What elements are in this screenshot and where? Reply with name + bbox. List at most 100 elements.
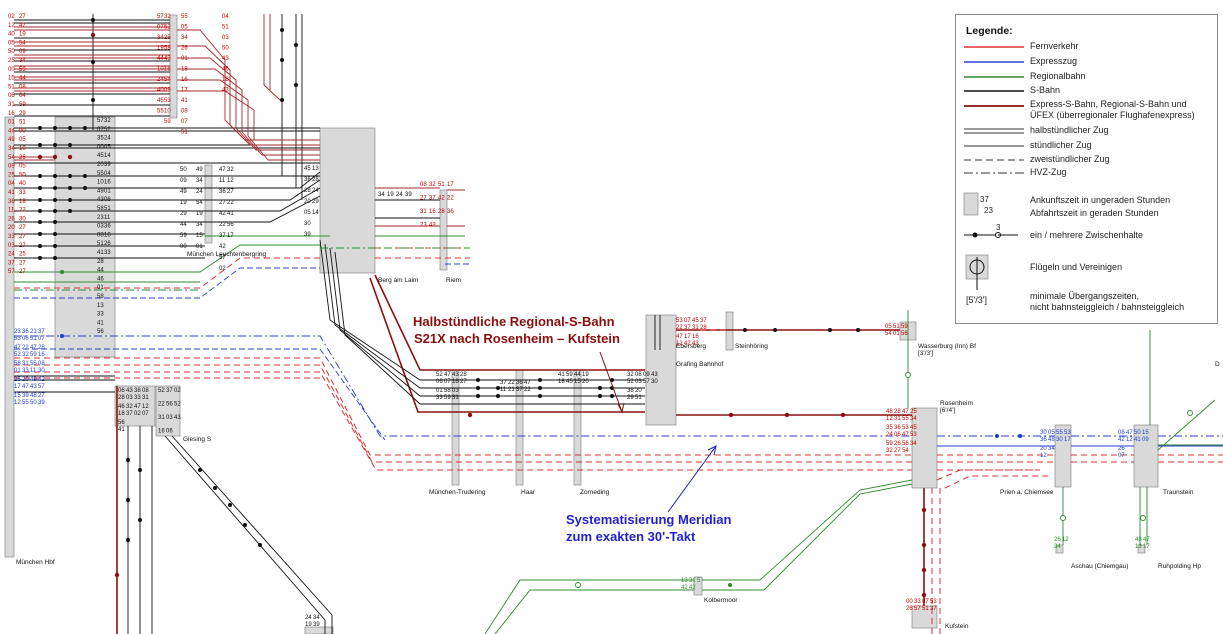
station-riem: Riem [446, 277, 461, 284]
station-box-bottom-left [304, 626, 334, 634]
time-label: 34 [313, 615, 320, 621]
time-label: 39 [405, 192, 412, 198]
time-label: 53 [902, 425, 909, 431]
time-label: 30 [1056, 437, 1063, 443]
time-label: 04 [104, 171, 111, 177]
station-box-hbf [4, 116, 15, 558]
time-label: 43 [222, 56, 229, 62]
time-label: 30 [651, 379, 658, 385]
legend: Legende: 37 23 3 [5'/3'] Fernverkehr Exp… [955, 14, 1218, 324]
time-label: 25 [910, 409, 917, 415]
station-box-aschau [1055, 544, 1064, 554]
time-label: 28 [460, 372, 467, 378]
station-box-ost [114, 385, 156, 427]
time-label: 09 [1142, 437, 1149, 443]
time-label: 47 [30, 345, 37, 351]
station-ruhpolding: Ruhpolding Hp [1158, 563, 1201, 570]
time-label: 27 [227, 189, 234, 195]
time-label: 22 [19, 208, 26, 214]
time-label: 33 [19, 190, 26, 196]
time-label: 57 [914, 606, 921, 612]
time-label: 36 [1040, 437, 1047, 443]
time-label: 24 [396, 192, 403, 198]
time-label: 36 [104, 224, 111, 230]
time-label: 49 [97, 188, 104, 194]
time-label: 29 [312, 199, 319, 205]
time-label: 21 [508, 387, 515, 393]
regionalbahn-lines [14, 235, 1223, 634]
time-label: 52 [174, 402, 181, 408]
time-label: 06 [894, 432, 901, 438]
time-label: 19 [196, 211, 203, 217]
time-label: 41 [97, 320, 104, 326]
time-label: 39 [304, 232, 311, 238]
time-label: 31 [452, 395, 459, 401]
legend-item-uefex: ÜFEX (überregionaler Flughafenexpress) [1030, 110, 1195, 120]
time-label: 32 [429, 182, 436, 188]
time-label: 43 [429, 223, 436, 229]
time-label: 49 [8, 137, 15, 143]
time-label: 14 [104, 153, 111, 159]
time-label: 17 [14, 384, 21, 390]
time-label: 32 [22, 352, 29, 358]
time-label: 15 [164, 67, 171, 73]
time-label: 09 [19, 49, 26, 55]
time-label: 33 [97, 312, 104, 318]
time-label: 00 [906, 599, 913, 605]
time-label: 31 [894, 416, 901, 422]
time-label: 44 [97, 268, 104, 274]
time-label: 28 [118, 395, 125, 401]
time-label: 20 [304, 199, 311, 205]
time-label: 44 [157, 56, 164, 62]
legend-sample-halt: 3 [996, 223, 1001, 232]
time-label: 34 [910, 441, 917, 447]
time-label: 08 [635, 372, 642, 378]
legend-item-zweistuendlich: zweistündlicher Zug [1030, 154, 1110, 164]
time-label: 18 [19, 199, 26, 205]
time-label: 12 [14, 400, 21, 406]
time-label: 02 [174, 388, 181, 394]
time-label: 11 [104, 215, 111, 221]
station-box-traunstein [1133, 424, 1159, 488]
time-label: 01 [196, 244, 203, 250]
time-label: 24 [8, 252, 15, 258]
time-label: 33 [914, 599, 921, 605]
time-label: 37 [8, 260, 15, 266]
time-label: 50 [222, 46, 229, 52]
time-label: 22 [508, 380, 515, 386]
time-label: 51 [104, 206, 111, 212]
station-box-riem [439, 189, 448, 271]
time-label: 30 [304, 221, 311, 227]
time-label: 50 [1134, 430, 1141, 436]
time-label: 46 [222, 67, 229, 73]
time-label: 17 [1064, 437, 1071, 443]
time-label: 36 [22, 329, 29, 335]
time-label: 41 [1134, 437, 1141, 443]
time-label: 13 [312, 166, 319, 172]
time-label: 09 [8, 164, 15, 170]
time-label: 37 [930, 606, 937, 612]
time-label: 17 [447, 182, 454, 188]
time-label: 07 [181, 119, 188, 125]
time-label: 43 [1135, 537, 1142, 543]
time-label: 28 [438, 209, 445, 215]
time-label: 54 [19, 40, 26, 46]
time-label: 07 [97, 127, 104, 133]
time-label: 36 [447, 209, 454, 215]
time-label: 48 [886, 409, 893, 415]
time-label: 16 [181, 77, 188, 83]
time-label: 45 [304, 166, 311, 172]
time-label: 34 [19, 58, 26, 64]
time-label: 43 [174, 415, 181, 421]
time-label: 55 [30, 361, 37, 367]
time-label: 36 [516, 380, 523, 386]
time-label: 01 [104, 188, 111, 194]
time-label: 53 [14, 336, 21, 342]
time-label: 5 [697, 578, 701, 584]
time-label: 01 [8, 120, 15, 126]
legend-item-express-sbahn: Express-S-Bahn, Regional-S-Bahn und [1030, 99, 1187, 109]
time-label: 09 [164, 88, 171, 94]
time-label: 31 [22, 361, 29, 367]
time-label: 16 [38, 352, 45, 358]
time-label: 26 [894, 441, 901, 447]
